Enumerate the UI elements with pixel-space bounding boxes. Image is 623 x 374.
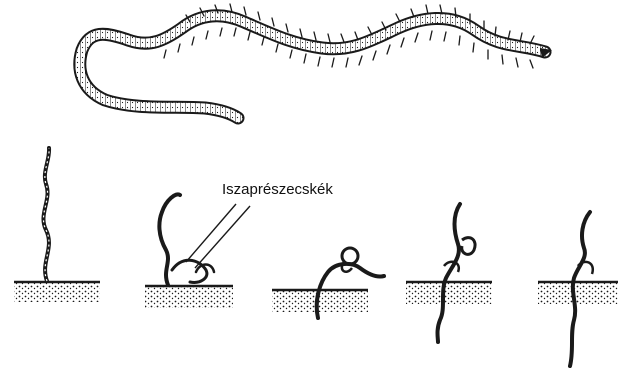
sediment-4 — [406, 282, 492, 304]
burrow-stage-3 — [272, 248, 384, 318]
burrow-stage-5 — [538, 212, 618, 366]
burrow-stage-4 — [406, 204, 492, 342]
worm-illustration-large — [80, 4, 552, 118]
mud-particles-label: Iszaprészecskék — [222, 181, 333, 198]
sediment-5 — [538, 282, 618, 304]
burrow-stage-1 — [14, 148, 100, 302]
sediment-1 — [14, 282, 100, 302]
sediment-2 — [145, 286, 233, 308]
burrow-stage-2 — [145, 194, 250, 308]
